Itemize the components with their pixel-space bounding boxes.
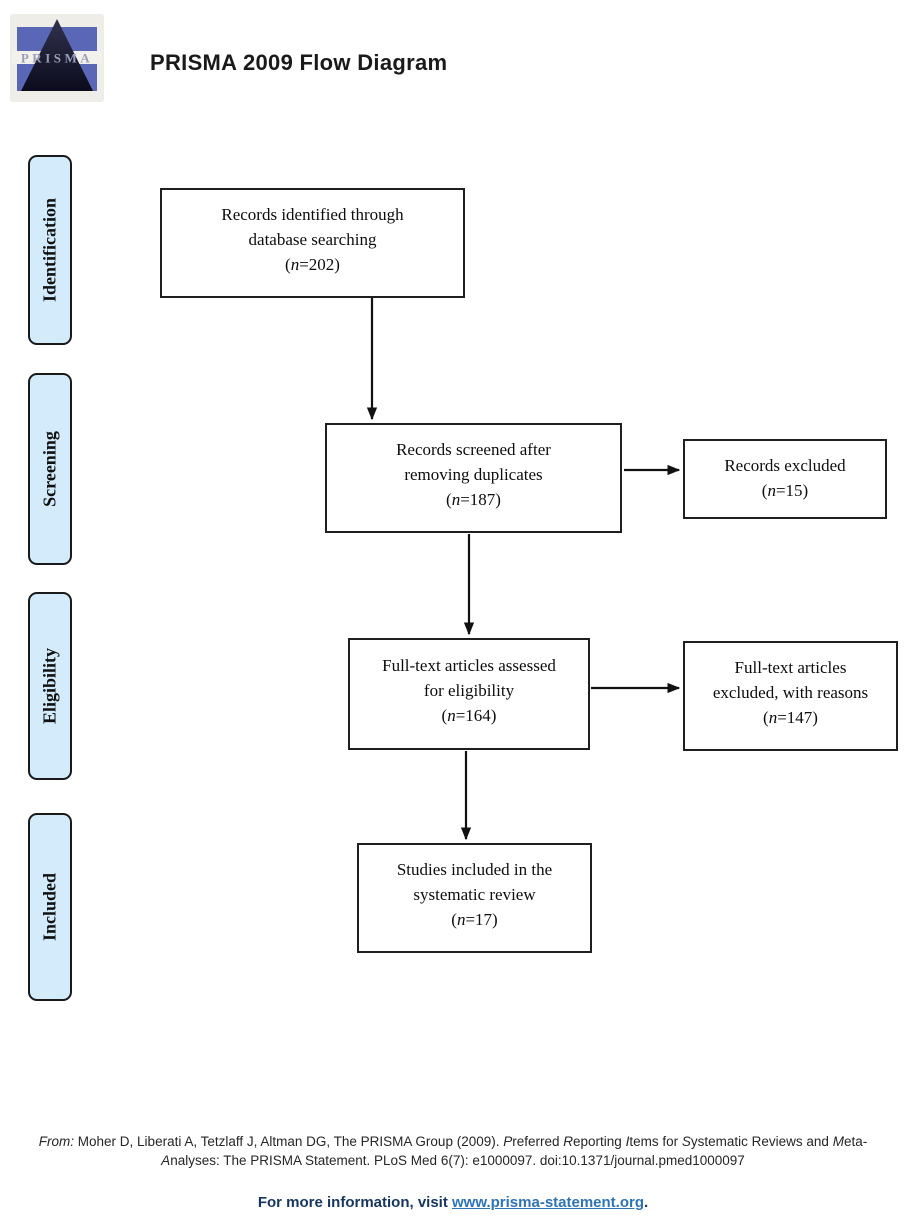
flow-box-records-excluded: Records excluded(n=15)	[683, 439, 887, 519]
stage-label-included: Included	[28, 813, 72, 1001]
prisma-logo: PRISMA	[10, 14, 104, 102]
more-info-line: For more information, visit www.prisma-s…	[0, 1194, 906, 1211]
stage-label-eligibility: Eligibility	[28, 592, 72, 780]
citation-line-2: Analyses: The PRISMA Statement. PLoS Med…	[161, 1153, 745, 1168]
more-info-prefix: For more information, visit	[257, 1194, 453, 1211]
more-info-suffix: .	[644, 1194, 649, 1211]
stage-label-identification: Identification	[28, 155, 72, 345]
stage-label-screening: Screening	[28, 373, 72, 565]
prisma-statement-link[interactable]: www.prisma-statement.org	[452, 1194, 644, 1211]
prisma-logo-text: PRISMA	[21, 51, 93, 66]
stage-label-text: Included	[39, 872, 60, 942]
stage-label-text: Screening	[39, 431, 60, 507]
page-title: PRISMA 2009 Flow Diagram	[150, 50, 448, 75]
citation-line-1: From: Moher D, Liberati A, Tetzlaff J, A…	[38, 1134, 868, 1149]
stage-label-text: Eligibility	[39, 647, 60, 725]
citation: From: Moher D, Liberati A, Tetzlaff J, A…	[0, 1132, 906, 1170]
stage-label-text: Identification	[39, 197, 60, 303]
